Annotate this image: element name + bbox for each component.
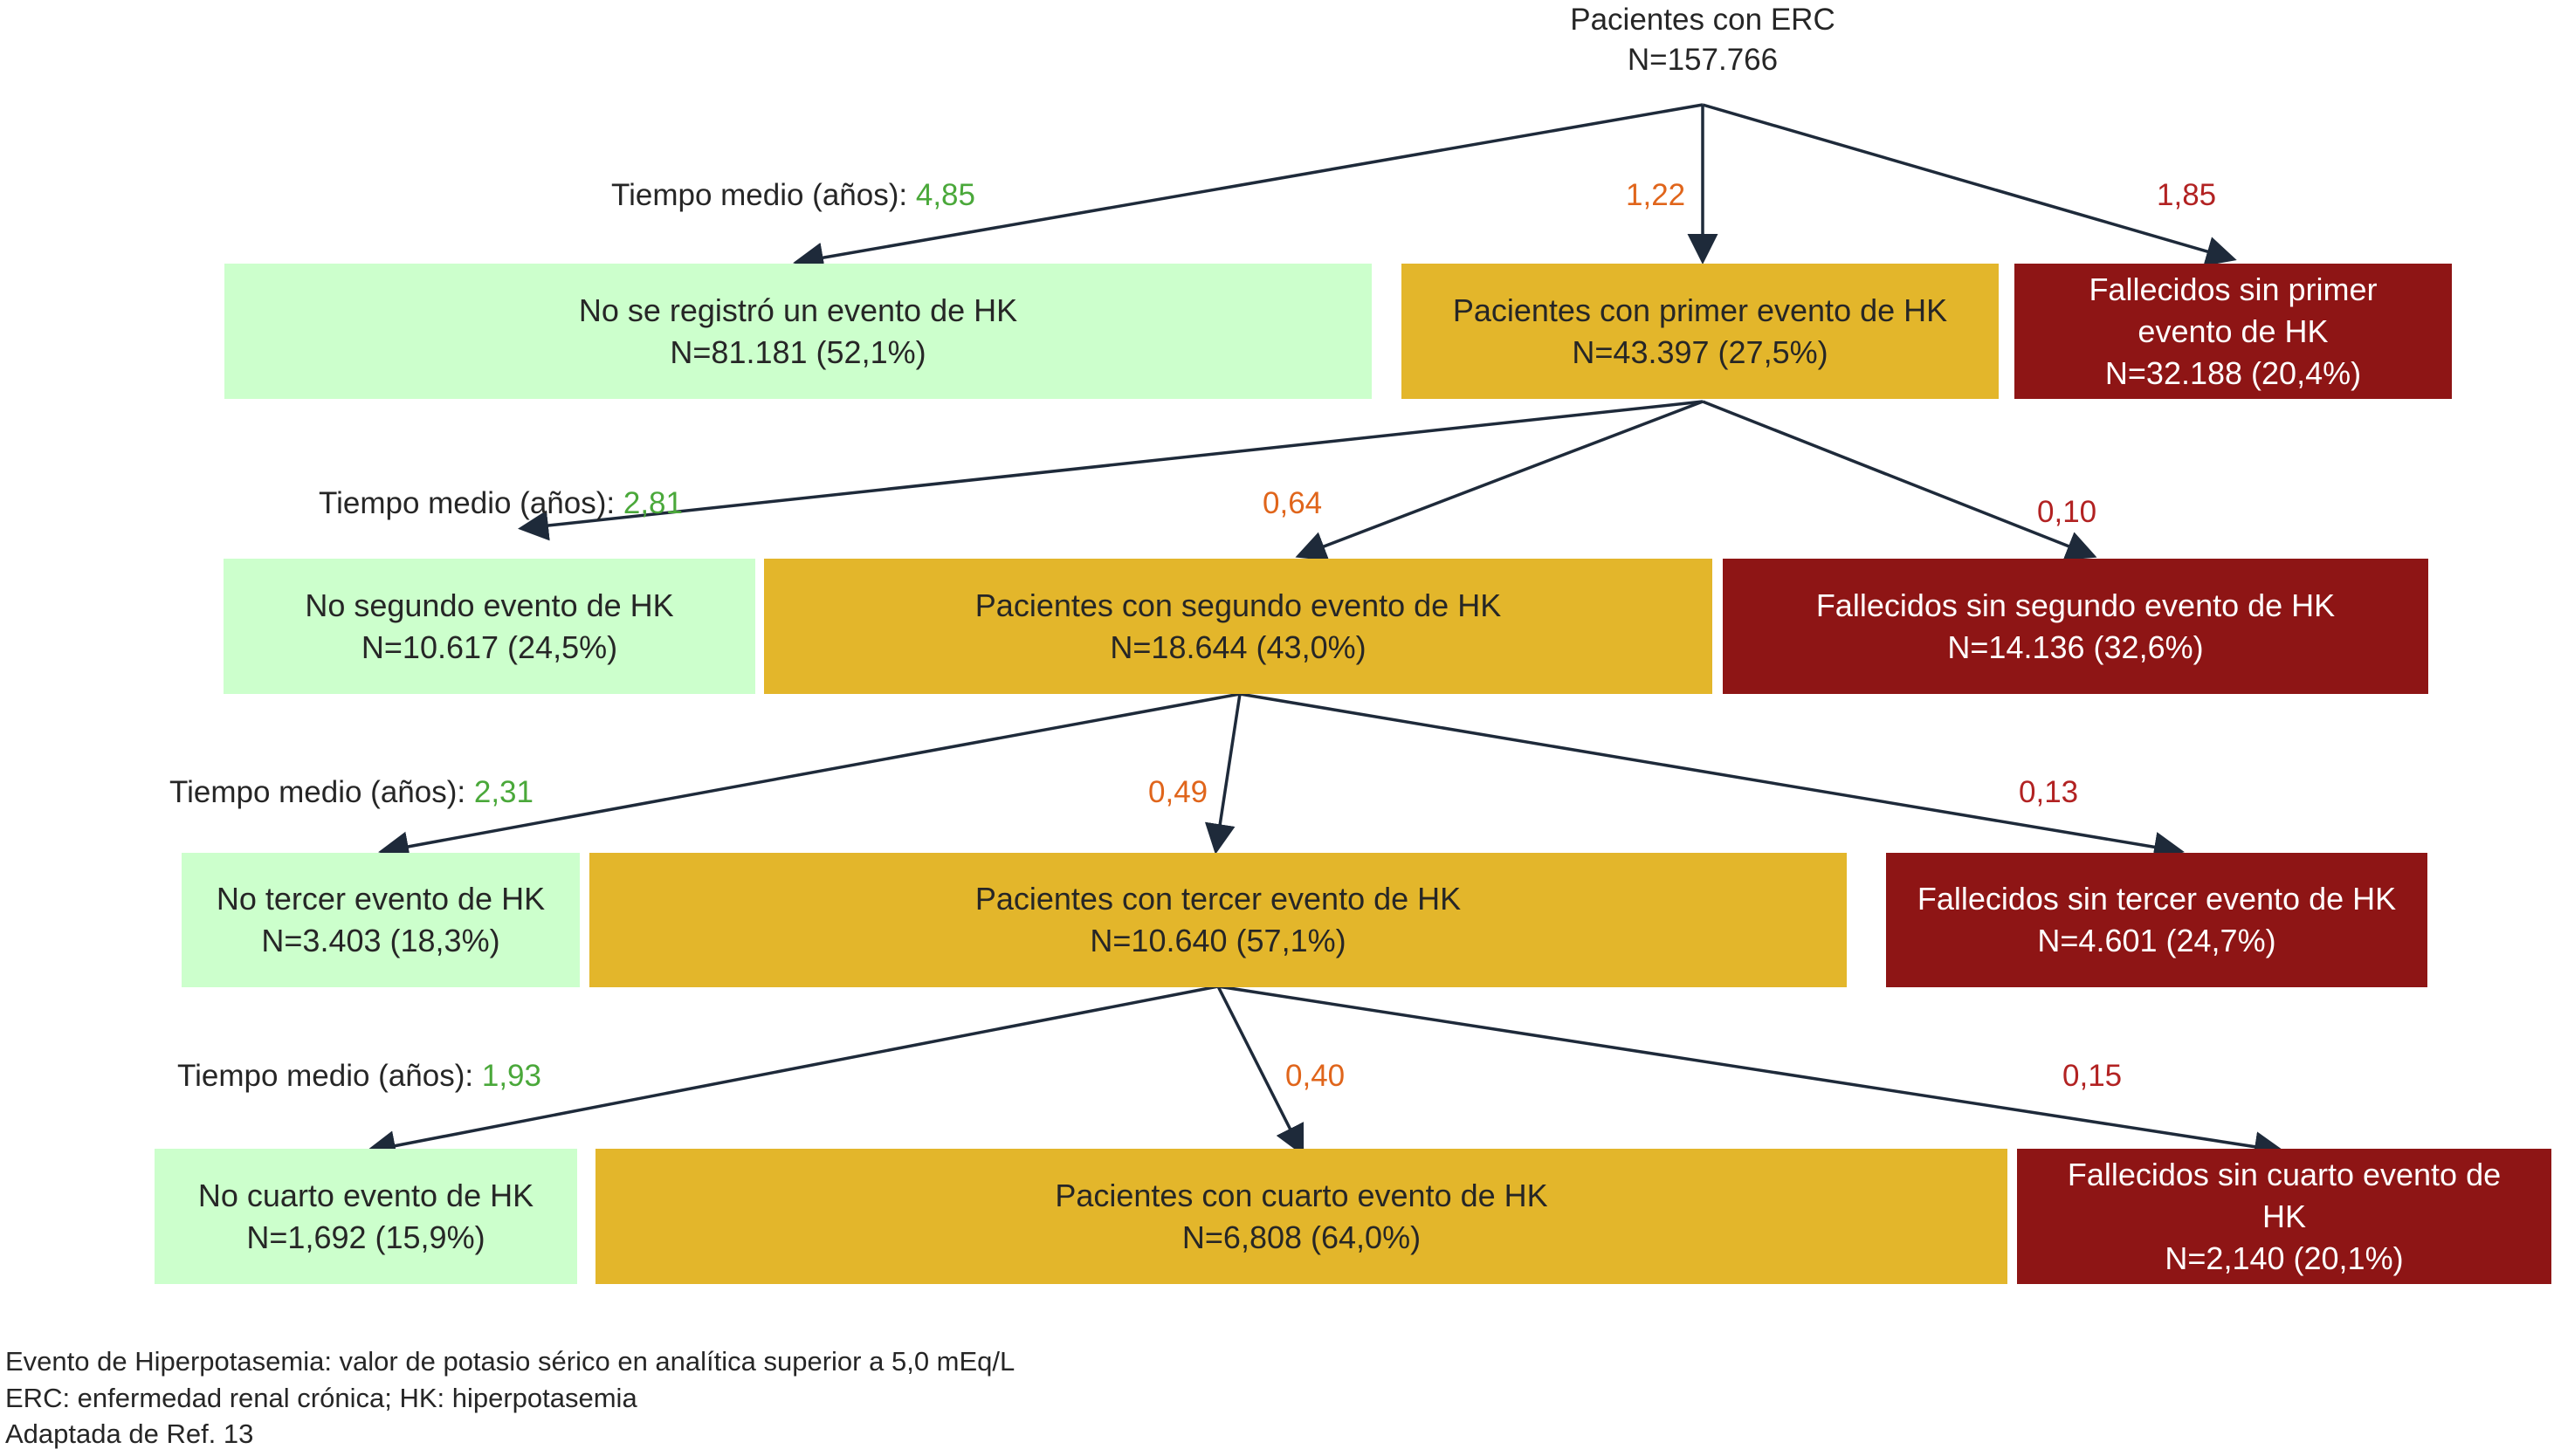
time-label-l1-event: 1,22 [1626,178,1686,212]
time-caption: Tiempo medio (años): [177,1059,474,1093]
time-value: 4,85 [915,178,975,212]
box-label: Fallecidos sin cuarto evento de [2067,1156,2502,1192]
box-label-cont: HK [2261,1198,2306,1234]
arrow-l1-to-event [1295,400,1704,561]
box-label: No segundo evento de HK [305,587,674,623]
box-label-cont: evento de HK [2138,312,2329,349]
box-l4-dead: Fallecidos sin cuarto evento de HK N=2,1… [2017,1149,2551,1284]
time-label-l3-event: 0,49 [1148,775,1208,809]
box-count: N=18.644 (43,0%) [1110,628,1366,665]
box-count: N=2,140 (20,1%) [2165,1240,2404,1276]
box-label: Fallecidos sin tercer evento de HK [1917,881,2397,917]
box-count: N=32.188 (20,4%) [2104,354,2362,391]
time-label-l2-dead: 0,10 [2037,495,2097,529]
time-label-l1-none: Tiempo medio (años): 4,85 [611,178,975,213]
box-count: N=10.617 (24,5%) [361,628,618,665]
time-label-l2-none: Tiempo medio (años): 2,81 [319,486,683,521]
root-title: Pacientes con ERC [1570,3,1835,37]
box-count: N=6,808 (64,0%) [1181,1219,1422,1255]
root-node: Pacientes con ERC N=157.766 [1397,0,2008,80]
arrow-l3-to-event [1216,986,1305,1157]
box-count: N=4.601 (24,7%) [2037,923,2276,958]
time-label-l4-event: 0,40 [1285,1059,1346,1093]
box-l3-none: No tercer evento de HK N=3.403 (18,3%) [182,853,580,987]
box-count: N=81.181 (52,1%) [670,333,926,370]
root-count: N=157.766 [1627,43,1779,77]
time-value: 1,93 [481,1059,541,1093]
box-l3-event: Pacientes con tercer evento de HK N=10.6… [589,853,1847,987]
time-caption: Tiempo medio (años): [611,178,908,212]
box-label: Pacientes con segundo evento de HK [974,587,1502,623]
box-label: Pacientes con primer evento de HK [1452,292,1948,328]
box-label: Fallecidos sin primer [2089,271,2378,307]
box-l1-none: No se registró un evento de HK N=81.181 … [224,264,1372,399]
arrow-l2-to-none [378,692,1241,862]
time-caption: Tiempo medio (años): [319,486,616,520]
box-count: N=10.640 (57,1%) [1090,923,1346,958]
box-l3-dead: Fallecidos sin tercer evento de HK N=4.6… [1886,853,2427,987]
footnote-definition: Evento de Hiperpotasemia: valor de potas… [5,1346,1015,1377]
arrow-l2-to-event [1204,693,1242,855]
time-label-l4-dead: 0,15 [2062,1059,2123,1093]
footnote-source: Adaptada de Ref. 13 [5,1418,254,1449]
arrow-l1-to-dead [1702,400,2097,560]
box-count: N=1,692 (15,9%) [246,1219,485,1255]
time-value: 2,81 [623,486,683,520]
time-label-l2-event: 0,64 [1263,486,1323,520]
box-l4-event: Pacientes con cuarto evento de HK N=6,80… [595,1149,2007,1284]
time-value: 2,31 [473,775,534,809]
time-label-l3-dead: 0,13 [2019,775,2079,809]
box-l1-dead: Fallecidos sin primer evento de HK N=32.… [2014,264,2452,399]
box-l2-dead: Fallecidos sin segundo evento de HK N=14… [1723,559,2428,694]
box-l2-none: No segundo evento de HK N=10.617 (24,5%) [224,559,755,694]
box-label: No tercer evento de HK [216,881,546,917]
time-caption: Tiempo medio (años): [169,775,466,809]
box-l2-event: Pacientes con segundo evento de HK N=18.… [764,559,1712,694]
arrow-root-to-dead [1702,103,2237,266]
box-label: No cuarto evento de HK [197,1177,534,1213]
box-l4-none: No cuarto evento de HK N=1,692 (15,9%) [155,1149,577,1284]
box-label: Pacientes con cuarto evento de HK [1055,1177,1548,1213]
time-label-l4-none: Tiempo medio (años): 1,93 [177,1059,541,1094]
footnote-abbreviations: ERC: enfermedad renal crónica; HK: hiper… [5,1383,637,1413]
arrow-root-to-none [793,103,1704,273]
time-label-l3-none: Tiempo medio (años): 2,31 [169,775,534,810]
box-l1-event: Pacientes con primer evento de HK N=43.3… [1401,264,1999,399]
arrow-l3-to-none [365,985,1219,1161]
time-label-l1-dead: 1,85 [2157,178,2217,212]
box-label: No se registró un evento de HK [578,292,1018,328]
arrow-l2-to-dead [1239,692,2185,862]
arrow-l1-to-none [518,400,1704,541]
box-label: Pacientes con tercer evento de HK [974,881,1462,917]
arrow-l3-to-dead [1217,985,2285,1163]
box-count: N=3.403 (18,3%) [261,923,500,958]
box-count: N=14.136 (32,6%) [1947,628,2204,665]
box-label: Fallecidos sin segundo evento de HK [1815,587,2336,623]
box-count: N=43.397 (27,5%) [1572,333,1828,370]
